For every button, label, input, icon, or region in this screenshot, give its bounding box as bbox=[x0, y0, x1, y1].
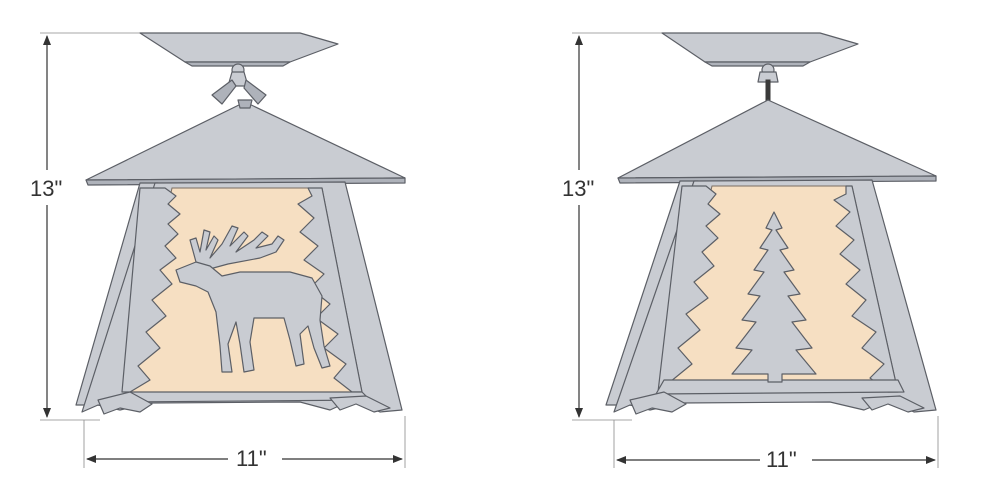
base-right-foot bbox=[861, 395, 925, 413]
height-label-left: 13" bbox=[30, 176, 62, 201]
fixture-tree: 13" 11" bbox=[562, 32, 939, 472]
width-dimension-left: 11" bbox=[83, 416, 406, 471]
lantern-roof bbox=[617, 99, 937, 184]
height-label-right: 13" bbox=[562, 176, 594, 201]
lantern-roof bbox=[85, 99, 406, 186]
pine-branch-left bbox=[121, 187, 181, 393]
base-right-foot bbox=[329, 395, 391, 413]
elk-silhouette bbox=[175, 225, 331, 373]
stem-mount bbox=[757, 63, 779, 103]
ceiling-canopy bbox=[139, 32, 339, 67]
width-label-right: 11" bbox=[766, 447, 797, 472]
pine-tree-silhouette bbox=[731, 211, 817, 383]
width-label-left: 11" bbox=[236, 446, 267, 471]
base-left-foot bbox=[97, 391, 153, 415]
swivel-mount bbox=[211, 63, 267, 105]
width-dimension-right: 11" bbox=[613, 416, 939, 472]
base-left-foot bbox=[629, 391, 687, 415]
ground-strip bbox=[655, 379, 905, 395]
ceiling-canopy bbox=[661, 32, 859, 67]
fixture-elk: 13" 11" bbox=[30, 32, 406, 471]
height-dimension-left: 13" bbox=[30, 32, 160, 421]
